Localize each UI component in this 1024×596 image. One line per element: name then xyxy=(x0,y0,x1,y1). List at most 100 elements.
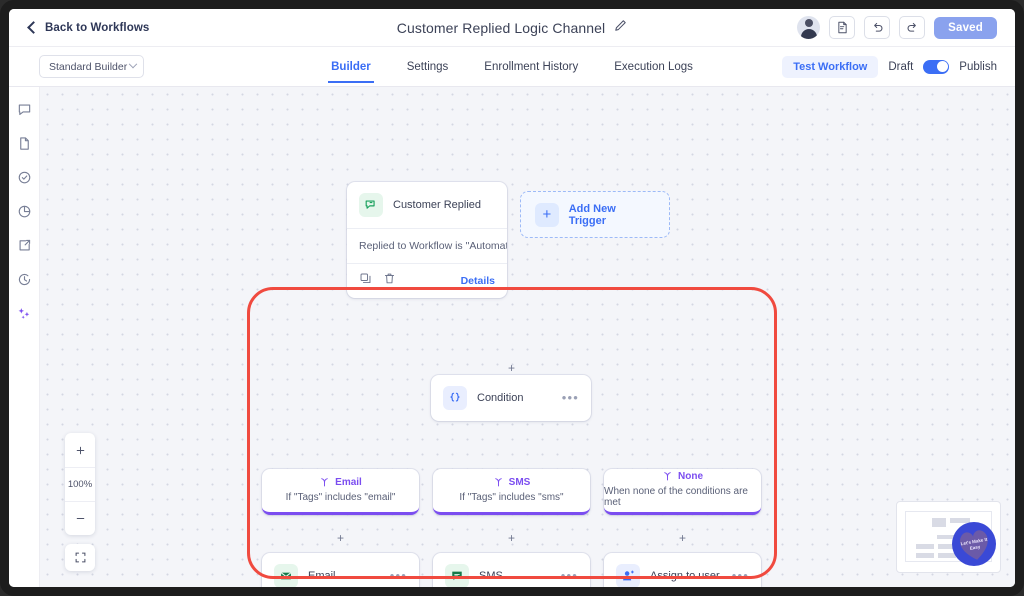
add-step-none-branch[interactable]: + xyxy=(678,531,686,545)
minimap-block xyxy=(916,544,934,549)
chat-reply-icon xyxy=(359,193,383,217)
branch-card-sms[interactable]: SMS If "Tags" includes "sms" xyxy=(433,469,590,515)
page-title: Customer Replied Logic Channel xyxy=(396,19,606,36)
tab-builder[interactable]: Builder xyxy=(328,50,374,83)
redo-arrow-icon[interactable] xyxy=(899,16,926,39)
rail-item-history[interactable] xyxy=(16,271,33,288)
action-sms-title: SMS xyxy=(479,570,503,582)
more-horizontal-icon[interactable]: ••• xyxy=(731,568,749,583)
copy-icon[interactable] xyxy=(359,272,372,290)
trigger-node-header: Customer Replied xyxy=(347,182,507,228)
branch-sms-condition: If "Tags" includes "sms" xyxy=(459,491,564,503)
builder-mode-select[interactable]: Standard Builder xyxy=(39,55,144,78)
chevron-left-icon xyxy=(27,21,40,34)
plus-icon: + xyxy=(535,202,559,227)
fit-screen-button[interactable] xyxy=(65,544,95,571)
add-step-email-branch[interactable]: + xyxy=(336,531,344,545)
tab-settings[interactable]: Settings xyxy=(406,61,449,73)
workflow-canvas[interactable]: Customer Replied Replied to Workflow is … xyxy=(40,87,1015,587)
trigger-node[interactable]: Customer Replied Replied to Workflow is … xyxy=(347,182,507,298)
action-node-sms[interactable]: SMS ••• xyxy=(433,553,590,587)
zoom-out-button[interactable] xyxy=(65,501,95,535)
builder-mode-value: Standard Builder xyxy=(49,60,128,73)
zoom-in-button[interactable] xyxy=(65,433,95,467)
action-assign-header: Assign to user ••• xyxy=(604,553,761,587)
pencil-icon[interactable] xyxy=(614,19,627,37)
branch-email-name: Email xyxy=(335,476,362,488)
condition-node[interactable]: Condition ••• xyxy=(431,375,591,421)
sub-bar-actions: Test Workflow Draft Publish xyxy=(782,55,997,78)
action-email-title: Email xyxy=(308,570,336,582)
top-bar: Back to Workflows Customer Replied Logic… xyxy=(9,9,1015,47)
rail-item-document[interactable] xyxy=(16,135,33,152)
sub-bar: Standard Builder Builder Settings Enroll… xyxy=(9,47,1015,87)
minimap[interactable]: Let's Make It Easy xyxy=(896,501,1001,573)
branch-none-name: None xyxy=(678,471,703,482)
saved-button[interactable]: Saved xyxy=(934,16,997,39)
left-rail xyxy=(9,87,40,587)
action-node-email[interactable]: Email ••• xyxy=(262,553,419,587)
tab-bar: Builder Settings Enrollment History Exec… xyxy=(9,47,1015,86)
branch-sms-name: SMS xyxy=(508,476,531,488)
rail-item-external-link[interactable] xyxy=(16,237,33,254)
branch-fork-icon xyxy=(664,472,671,481)
minimap-block xyxy=(916,553,934,558)
publish-label: Publish xyxy=(959,60,997,73)
branch-sms-header: SMS xyxy=(493,476,531,488)
tab-execution-logs[interactable]: Execution Logs xyxy=(614,61,693,73)
test-workflow-button[interactable]: Test Workflow xyxy=(782,55,879,78)
branch-none-condition: When none of the conditions are met xyxy=(604,486,748,508)
tab-enrollment-history[interactable]: Enrollment History xyxy=(484,61,579,73)
minimap-block xyxy=(937,535,955,539)
condition-node-title: Condition xyxy=(477,392,524,404)
curly-braces-icon xyxy=(443,386,467,410)
add-step-spine[interactable]: + xyxy=(507,361,515,375)
back-to-workflows-button[interactable]: Back to Workflows xyxy=(27,21,150,34)
connector-lines xyxy=(40,87,340,237)
more-horizontal-icon[interactable]: ••• xyxy=(560,568,578,583)
avatar-head xyxy=(804,19,813,27)
action-email-header: Email ••• xyxy=(262,553,419,587)
branch-card-none[interactable]: None When none of the conditions are met xyxy=(604,469,761,515)
minimap-block xyxy=(938,544,956,549)
rail-item-ai-sparkles[interactable] xyxy=(16,305,33,322)
minimap-block xyxy=(938,553,956,558)
more-horizontal-icon[interactable]: ••• xyxy=(389,568,407,583)
add-new-trigger-button[interactable]: + Add New Trigger xyxy=(520,191,670,238)
branch-email-condition: If "Tags" includes "email" xyxy=(285,491,396,503)
trigger-node-footer: Details xyxy=(347,263,507,298)
draft-label: Draft xyxy=(888,60,914,73)
document-copy-icon[interactable] xyxy=(829,16,856,39)
more-horizontal-icon[interactable]: ••• xyxy=(561,390,579,405)
add-step-sms-branch[interactable]: + xyxy=(507,531,515,545)
toggle-knob xyxy=(936,61,948,72)
branch-fork-icon xyxy=(494,477,502,486)
trigger-node-description: Replied to Workflow is "Automatic Ap... xyxy=(347,228,507,263)
branch-card-email[interactable]: Email If "Tags" includes "email" xyxy=(262,469,419,515)
envelope-icon xyxy=(274,564,298,587)
rail-item-tasks[interactable] xyxy=(16,169,33,186)
action-assign-title: Assign to user xyxy=(650,570,720,582)
branch-email-header: Email xyxy=(319,477,362,488)
app-body: Customer Replied Replied to Workflow is … xyxy=(9,87,1015,587)
back-to-workflows-label: Back to Workflows xyxy=(45,21,150,34)
zoom-level-label: 100% xyxy=(67,479,93,490)
trigger-details-link[interactable]: Details xyxy=(460,275,495,287)
promo-badge[interactable]: Let's Make It Easy xyxy=(952,522,996,566)
branch-fork-icon xyxy=(321,477,328,486)
avatar[interactable] xyxy=(797,16,821,39)
undo-arrow-icon[interactable] xyxy=(864,16,891,39)
minimap-block xyxy=(932,518,946,527)
publish-toggle[interactable] xyxy=(923,59,950,74)
trash-icon[interactable] xyxy=(383,272,396,290)
top-bar-actions: Saved xyxy=(797,16,997,39)
rail-item-chat[interactable] xyxy=(16,101,33,118)
rail-item-analytics[interactable] xyxy=(16,203,33,220)
condition-node-header: Condition ••• xyxy=(431,375,591,421)
branch-none-header: None xyxy=(662,471,703,482)
assign-user-icon xyxy=(616,564,640,587)
zoom-level[interactable]: 100% xyxy=(65,467,95,501)
action-node-assign-to-user[interactable]: Assign to user ••• xyxy=(604,553,761,587)
minimap-block xyxy=(950,518,970,523)
